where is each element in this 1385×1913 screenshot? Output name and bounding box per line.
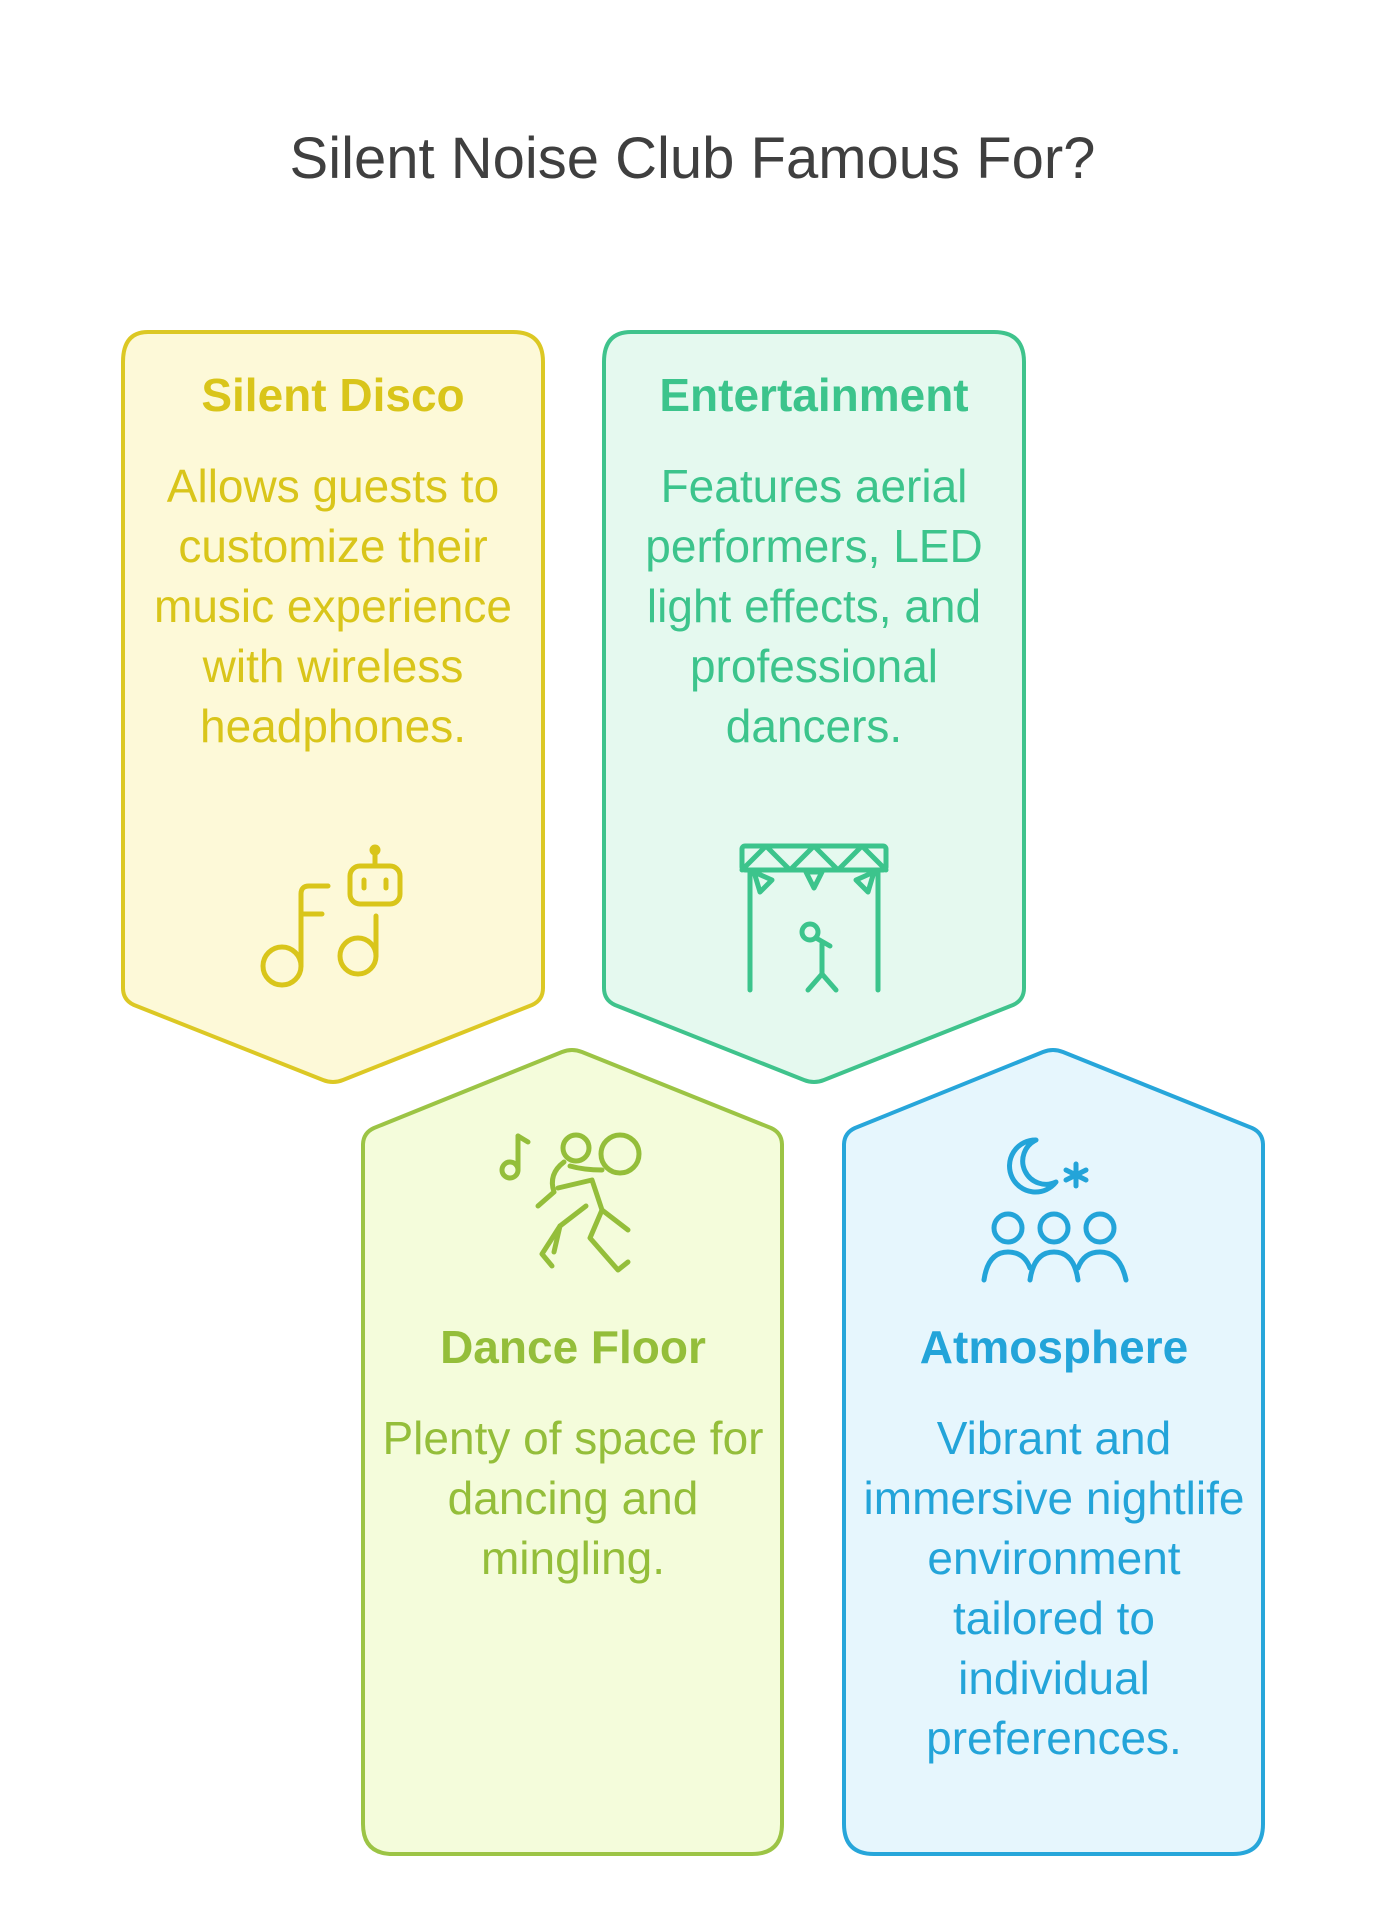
card-body: Vibrant and immersive nightlife environm… [863,1412,1245,1764]
page-title: Silent Noise Club Famous For? [289,126,1096,191]
music-note-robot-icon [260,844,403,988]
card-shape-silent-disco [121,330,545,1084]
card-silent-disco: Silent Disco Allows guests to customize … [140,372,526,756]
card-atmosphere: Atmosphere Vibrant and immersive nightli… [860,1324,1248,1768]
night-crowd-icon [981,1137,1129,1283]
card-heading: Entertainment [659,369,969,421]
card-shape-atmosphere [842,1048,1265,1856]
card-dance-floor: Dance Floor Plenty of space for dancing … [380,1324,766,1588]
dancing-couple-icon [499,1132,642,1273]
card-body: Allows guests to customize their music e… [154,460,512,752]
card-entertainment: Entertainment Features aerial performers… [620,372,1008,756]
card-heading: Atmosphere [919,1321,1189,1373]
stage-performer-icon [739,843,889,993]
card-shape-dance-floor [361,1048,784,1856]
card-body: Plenty of space for dancing and mingling… [382,1412,764,1584]
card-heading: Dance Floor [440,1321,706,1373]
card-heading: Silent Disco [201,369,465,421]
card-body: Features aerial performers, LED light ef… [645,460,983,752]
card-shape-entertainment [602,330,1026,1084]
